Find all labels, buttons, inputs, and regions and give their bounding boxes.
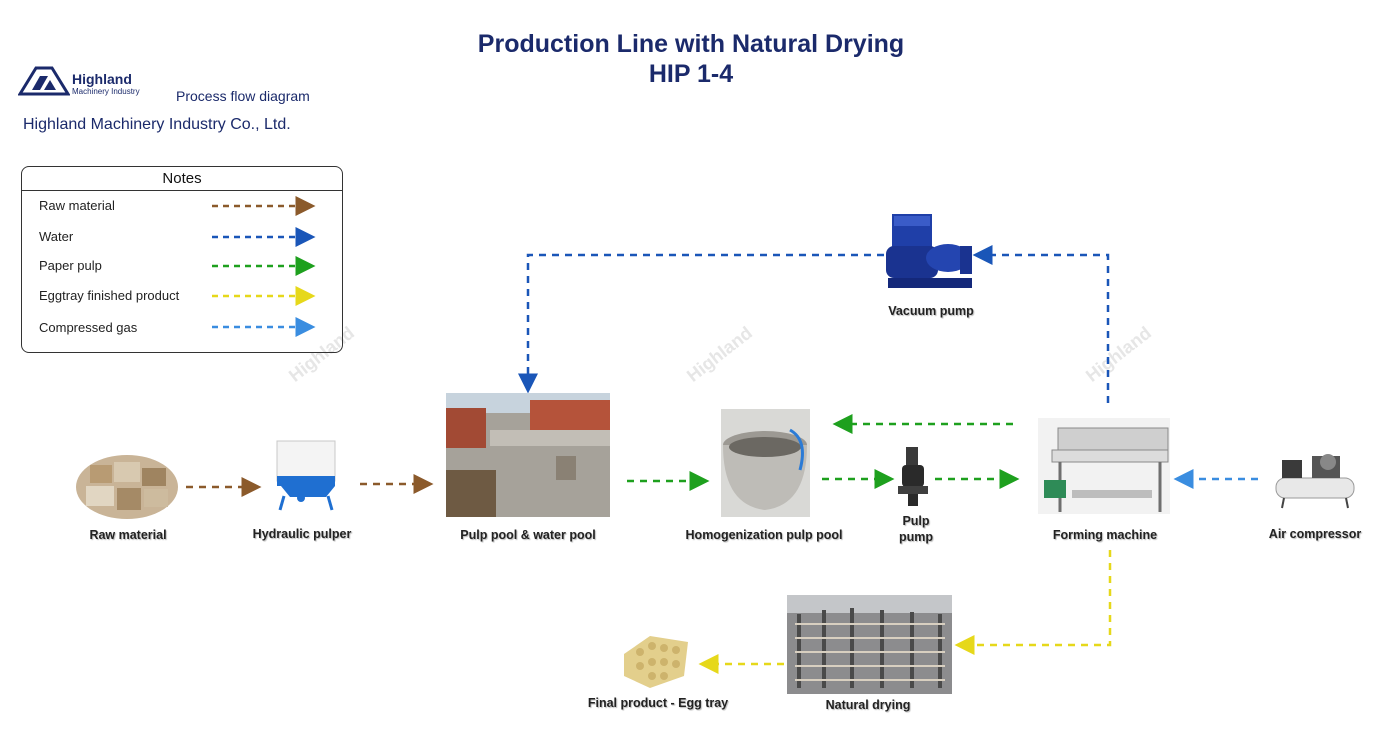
legend-label-paper-pulp: Paper pulp [39, 258, 102, 273]
forming-machine-label: Forming machine [1052, 528, 1158, 542]
legend-label-water: Water [39, 229, 74, 244]
highland-logo-icon [18, 66, 70, 96]
legend-label-compressed-gas: Compressed gas [39, 320, 138, 335]
natural-drying-image [787, 595, 952, 694]
pulp-pump-label-line2: pump [898, 530, 934, 544]
air-compressor-label: Air compressor [1268, 527, 1362, 541]
diagram-type-label: Process flow diagram [176, 88, 310, 104]
legend-title: Notes [22, 167, 342, 191]
company-name: Highland Machinery Industry Co., Ltd. [23, 116, 291, 133]
homogenization-pool-label: Homogenization pulp pool [685, 528, 843, 542]
raw-material-label: Raw material [89, 528, 167, 542]
air-compressor-image [1275, 454, 1355, 509]
flow-forming-to-vacuum [972, 245, 1110, 403]
hydraulic-pulper-label: Hydraulic pulper [252, 527, 352, 541]
page-subtitle: HIP 1-4 [648, 60, 734, 88]
vacuum-pump-label: Vacuum pump [888, 304, 974, 318]
vacuum-pump-image [886, 214, 972, 288]
raw-material-image [76, 455, 178, 519]
flow-vacuum-to-pool [518, 253, 884, 394]
natural-drying-label: Natural drying [825, 698, 911, 712]
homogenization-pool-image [721, 409, 810, 517]
pulp-pool-label: Pulp pool & water pool [460, 528, 596, 542]
logo-subtitle: Machinery Industry [72, 87, 140, 96]
pulp-pump-image [898, 447, 928, 506]
egg-tray-image [624, 636, 688, 688]
logo-name: Highland [72, 71, 132, 87]
legend-label-raw-material: Raw material [39, 198, 115, 213]
legend-label-eggtray: Eggtray finished product [39, 288, 180, 303]
legend-box: Notes Raw material Water Paper pulp Eggt… [21, 166, 343, 353]
flow-forming-to-drying [954, 550, 1112, 655]
final-product-label: Final product - Egg tray [587, 696, 729, 710]
hydraulic-pulper-image [276, 440, 336, 511]
pulp-pool-image [446, 393, 610, 517]
page-title: Production Line with Natural Drying [477, 30, 905, 58]
forming-machine-image [1038, 418, 1170, 514]
pulp-pump-label-line1: Pulp [902, 514, 930, 528]
